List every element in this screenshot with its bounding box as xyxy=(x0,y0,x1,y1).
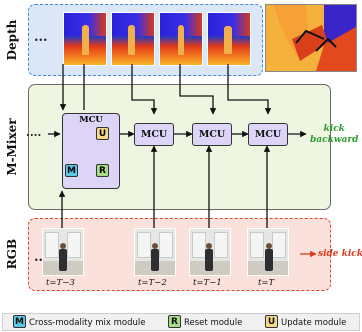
depth-zoom-inset xyxy=(265,4,357,72)
reset-module-icon: R xyxy=(168,315,181,328)
rgb-frame-3 xyxy=(189,228,231,276)
reset-module: R xyxy=(96,164,109,177)
rgb-frame-4 xyxy=(247,228,289,276)
mcu-unit-1: MCU xyxy=(134,123,174,146)
rgb-frame-2 xyxy=(134,228,176,276)
rgb-frame-1 xyxy=(42,228,84,276)
depth-ellipsis: ... xyxy=(34,30,48,45)
mcu-detail-box: MCU U M R xyxy=(62,113,120,189)
depth-frame-1 xyxy=(63,12,107,66)
mixer-ellipsis: .... xyxy=(26,126,42,139)
rgb-action-label: side kick xyxy=(318,249,362,259)
depth-frame-4 xyxy=(207,12,251,66)
frame-label-4: t=T xyxy=(258,278,275,288)
frame-label-2: t=T−2 xyxy=(138,278,167,288)
update-module-icon: U xyxy=(265,315,278,328)
update-module: U xyxy=(96,127,109,140)
mix-module: M xyxy=(65,164,78,177)
depth-frame-2 xyxy=(111,12,155,66)
depth-frame-3 xyxy=(159,12,203,66)
mcu-unit-3: MCU xyxy=(248,123,288,146)
mcu-detail-title: MCU xyxy=(79,115,103,125)
frame-label-1: t=T−3 xyxy=(46,278,75,288)
frame-label-3: t=T−1 xyxy=(193,278,222,288)
mix-module-icon: M xyxy=(13,315,26,328)
mcu-unit-2: MCU xyxy=(192,123,232,146)
